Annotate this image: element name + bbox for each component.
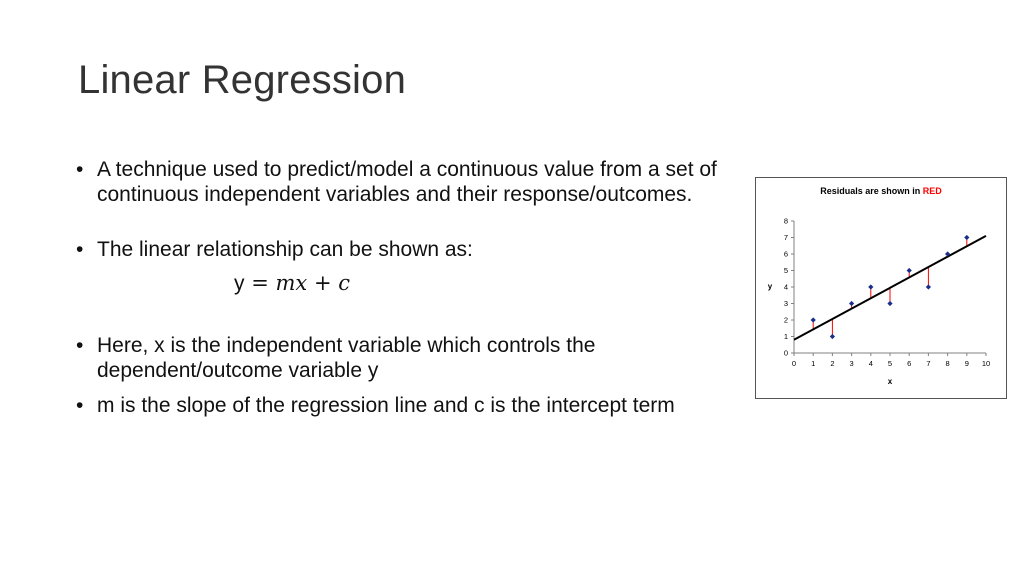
data-point <box>810 317 816 323</box>
data-point <box>887 300 893 307</box>
x-tick-label: 1 <box>811 359 815 368</box>
x-tick-label: 4 <box>869 359 873 368</box>
bullet-marker: • <box>76 238 84 261</box>
chart-title-highlight: RED <box>923 186 943 196</box>
data-point <box>849 300 855 307</box>
data-point <box>906 267 912 274</box>
residuals-chart: Residuals are shown in RED 0 1 2 3 4 5 6 7 8 0 1 2 3… <box>755 177 1007 399</box>
equation-plus: + <box>313 271 332 295</box>
equation-x: x <box>295 271 308 295</box>
bullet-marker: • <box>76 158 84 181</box>
bullet-list: • A technique used to predict/model a co… <box>76 157 776 418</box>
y-tick-label: 2 <box>784 316 788 325</box>
bullet-text: Here, x is the independent variable whic… <box>97 334 596 382</box>
x-tick-label: 6 <box>907 359 911 368</box>
bullet-item-technique: • A technique used to predict/model a co… <box>76 157 776 207</box>
data-point <box>964 234 970 241</box>
data-point <box>925 284 931 290</box>
svg-text:Residuals are shown in RED: Residuals are shown in RED <box>820 186 942 196</box>
y-axis-title: y <box>768 282 773 291</box>
bullet-text: m is the slope of the regression line an… <box>97 394 675 417</box>
data-point <box>868 284 874 290</box>
x-tick-label: 3 <box>850 359 854 368</box>
y-tick-label: 6 <box>784 250 788 259</box>
x-axis-title: x <box>888 377 893 386</box>
equation-equals: = <box>251 271 269 295</box>
x-tick-label: 8 <box>946 359 950 368</box>
regression-line <box>793 234 987 341</box>
slide-title: Linear Regression <box>78 58 407 102</box>
data-point <box>829 333 835 340</box>
data-point <box>945 251 951 257</box>
chart-title: Residuals are shown in RED <box>820 186 942 196</box>
y-tick-label: 5 <box>784 266 788 275</box>
y-tick-label: 0 <box>784 349 788 358</box>
bullet-text: The linear relationship can be shown as: <box>97 238 473 261</box>
x-tick-label: 5 <box>888 359 892 368</box>
chart-title-prefix: Residuals are shown in <box>820 186 923 196</box>
x-tick-label: 9 <box>965 359 969 368</box>
bullet-marker: • <box>76 394 84 417</box>
x-tick-label: 7 <box>926 359 930 368</box>
bullet-item-slope-intercept: • m is the slope of the regression line … <box>76 393 776 418</box>
y-tick-label: 3 <box>784 299 788 308</box>
x-tick-label: 10 <box>982 359 990 368</box>
equation-c: c <box>338 271 350 295</box>
y-tick-label: 7 <box>784 233 788 242</box>
regression-equation: y = mx + c <box>234 271 776 296</box>
regression-line-group <box>793 234 987 341</box>
x-tick-label: 0 <box>792 359 796 368</box>
equation-m: m <box>275 271 296 295</box>
y-tick-label: 4 <box>784 283 788 292</box>
bullet-marker: • <box>76 334 84 357</box>
y-tick-label: 8 <box>784 217 788 226</box>
y-tick-label: 1 <box>784 332 788 341</box>
bullet-item-linear-relationship: • The linear relationship can be shown a… <box>76 237 776 296</box>
equation-lhs: y <box>234 272 245 295</box>
bullet-item-independent-variable: • Here, x is the independent variable wh… <box>76 333 776 383</box>
chart-axes: 0 1 2 3 4 5 6 7 8 0 1 2 3 4 5 6 7 8 9 10 <box>784 217 990 369</box>
bullet-text: A technique used to predict/model a cont… <box>97 158 717 206</box>
residuals-chart-svg: Residuals are shown in RED 0 1 2 3 4 5 6 7 8 0 1 2 3… <box>768 186 990 386</box>
x-tick-label: 2 <box>830 359 834 368</box>
